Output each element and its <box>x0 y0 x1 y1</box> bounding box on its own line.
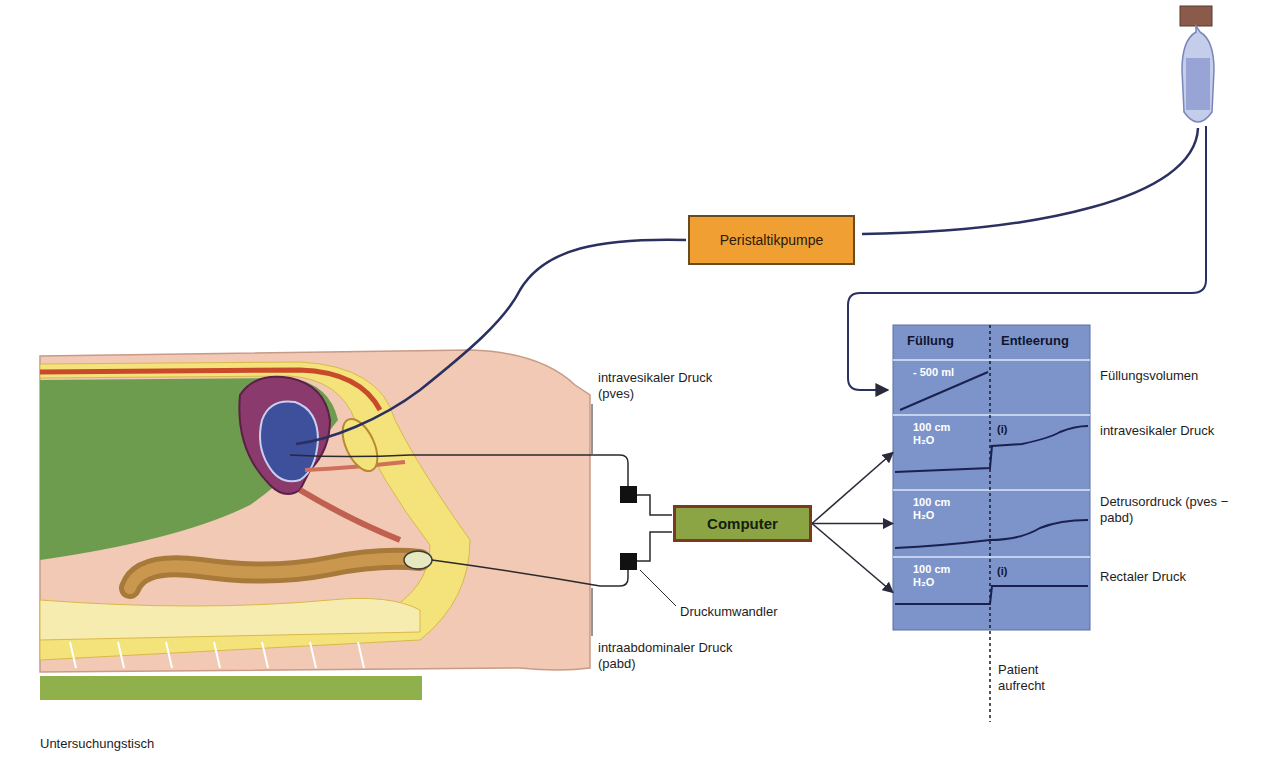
chart-panel: Füllung Entleerung - 500 ml Füllungsvolumen… <box>893 325 1265 630</box>
vagina <box>300 490 400 540</box>
pressure-transducer <box>620 553 637 570</box>
pubic-bone <box>335 414 384 477</box>
body-outline <box>40 350 590 672</box>
signal-arrow <box>812 524 893 593</box>
computer-box: Computer <box>673 505 812 542</box>
event-mark: (i) <box>997 423 1007 436</box>
chart-curves <box>895 372 1088 604</box>
row-name: Füllungsvolumen <box>1100 368 1260 384</box>
fat-layer <box>40 362 470 660</box>
rectal-balloon <box>404 551 432 569</box>
tube-pump-bladder <box>296 240 686 444</box>
uterus <box>239 377 330 494</box>
abdominal-wall <box>40 370 380 410</box>
row-name: Detrusordruck (pves − pabd) <box>1100 494 1260 525</box>
chart-row: 100 cm H₂O Detrusordruck (pves − pabd) <box>893 490 1265 557</box>
phase-heading: Entleerung <box>1001 333 1069 349</box>
scale-value: 100 cm H₂O <box>913 563 961 589</box>
rectum-inner <box>130 559 420 588</box>
pressure-label: intraabdominaler Druck (pabd) <box>598 640 748 671</box>
chart-row: 100 cm H₂O (i) intravesikaler Druck <box>893 415 1265 490</box>
fluid-bag <box>1182 26 1214 122</box>
pressure-transducer <box>620 486 637 503</box>
pressure-label: intravesikaler Druck (pves) <box>598 370 738 401</box>
chart-panel <box>893 325 1090 630</box>
leader-transducer <box>640 570 676 606</box>
event-mark: (i) <box>997 565 1007 578</box>
chart-grid <box>893 360 1090 557</box>
row-name: Rectaler Druck <box>1100 569 1260 585</box>
row-name: intravesikaler Druck <box>1100 423 1260 439</box>
rectum <box>130 559 420 588</box>
leader-abdominal <box>592 588 593 636</box>
scale-value: 100 cm H₂O <box>913 496 961 522</box>
scale-value: - 500 ml <box>913 366 954 379</box>
phase-divider <box>989 325 991 722</box>
bag-hanger <box>1180 6 1212 26</box>
transducer-label: Druckumwandler <box>680 604 800 620</box>
vertebrae <box>70 642 364 668</box>
pump-label: Peristaltikpumpe <box>712 232 832 249</box>
table-label: Untersuchungstisch <box>40 736 240 752</box>
transducer-computer-wire <box>637 495 672 515</box>
computer-label: Computer <box>707 515 778 533</box>
position-note: Patient aufrecht <box>998 662 1078 693</box>
pump-box: Peristaltikpumpe <box>688 215 855 265</box>
leader-vesical <box>592 404 593 454</box>
abdomen <box>40 378 338 560</box>
signal-arrow <box>812 453 893 524</box>
scale-value: 100 cm H₂O <box>913 421 961 447</box>
vesical-line <box>290 455 628 486</box>
exam-table <box>40 676 422 700</box>
bag-fluid <box>1186 58 1210 110</box>
rectal-line <box>432 560 628 586</box>
spine-tissue <box>40 598 420 640</box>
signal-arrow <box>812 523 893 525</box>
chart-row: - 500 ml Füllungsvolumen <box>893 360 1265 415</box>
tube-bag-pump <box>862 128 1198 234</box>
phase-heading: Füllung <box>907 333 954 349</box>
chart-row: 100 cm H₂O (i) Rectaler Druck <box>893 557 1265 628</box>
transducer-computer-wire <box>637 532 672 561</box>
